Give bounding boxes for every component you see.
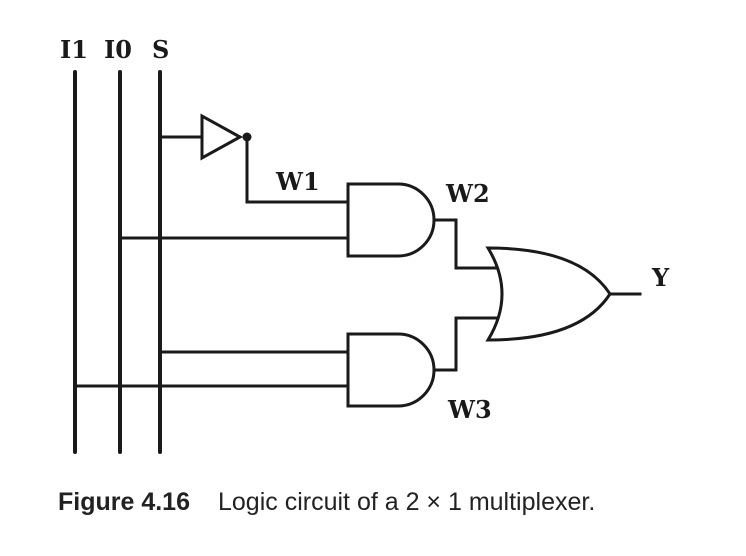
wire-w3 [432,316,502,372]
input-label-s: S [152,35,169,64]
output-label-y: Y [651,263,670,292]
wire-w1 [245,135,350,204]
or-gate [485,246,612,342]
wire-label-w2: W2 [445,179,490,208]
input-label-i0: I0 [104,35,132,64]
and-gate-1 [346,182,436,258]
wire-label-w3: W3 [447,395,492,424]
input-label-i1: I1 [60,35,88,64]
figure-caption-text: Logic circuit of a 2 × 1 multiplexer. [218,488,596,516]
wire-label-w1: W1 [275,167,320,196]
not-gate [200,113,244,161]
and-gate-2 [346,332,436,408]
figure-number: Figure 4.16 [58,488,190,516]
multiplexer-circuit-diagram: I1 I0 S W1 W2 W3 Y [60,35,670,454]
wire-w2 [432,218,502,270]
figure-caption: Figure 4.16 Logic circuit of a 2 × 1 mult… [58,488,595,517]
